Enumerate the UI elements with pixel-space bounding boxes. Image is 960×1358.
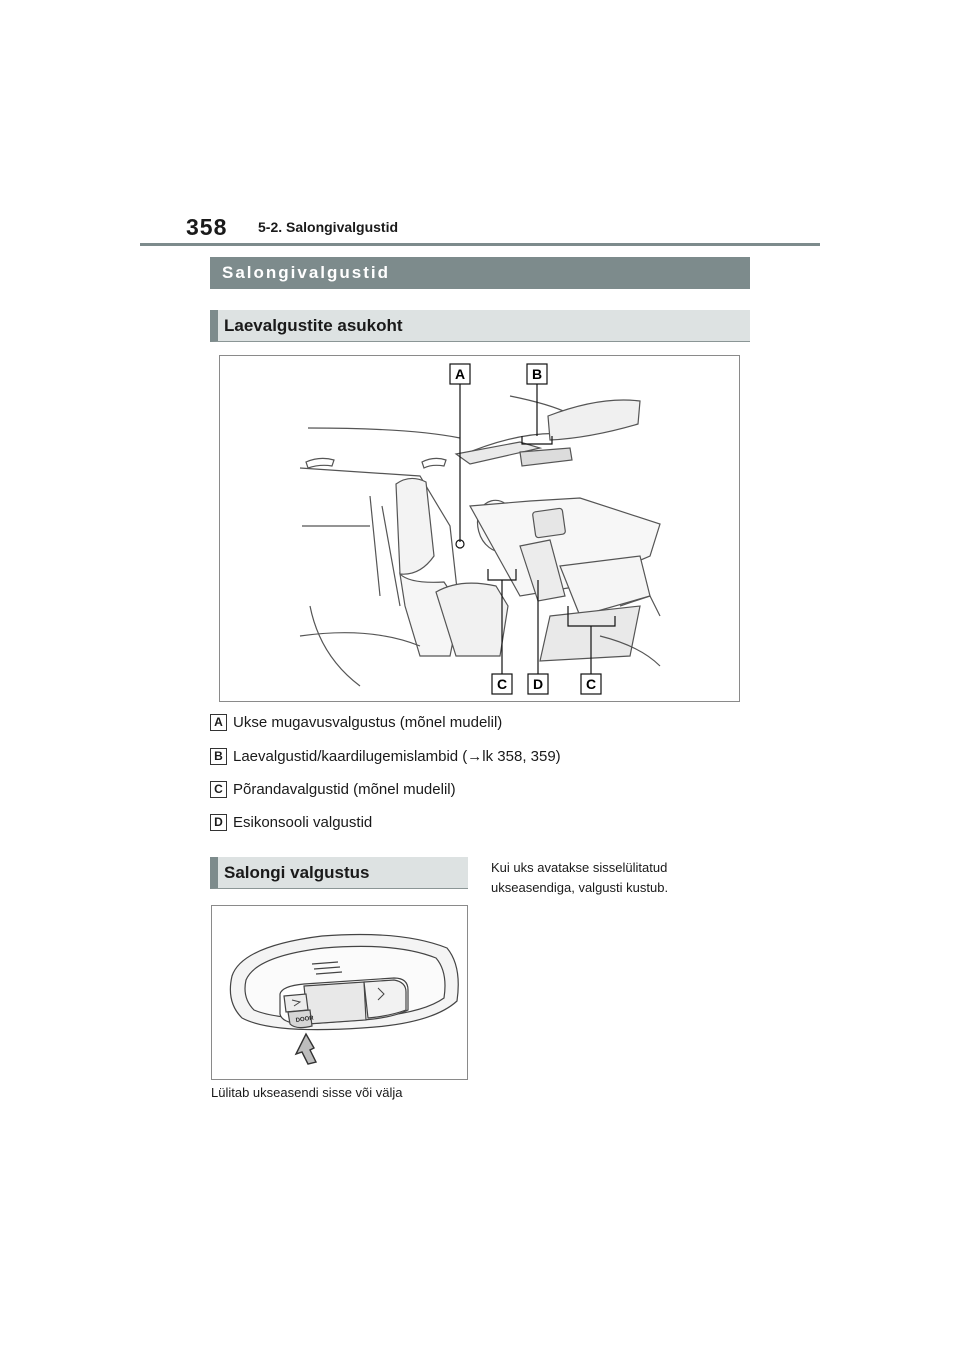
interior-lights-figure: A B C D C <box>219 355 740 702</box>
page-number: 358 <box>186 214 228 240</box>
location-heading: Laevalgustite asukoht <box>210 310 750 342</box>
location-heading-text: Laevalgustite asukoht <box>224 315 403 335</box>
figure-label-a: A <box>455 366 465 382</box>
figure-label-b: B <box>532 366 542 382</box>
figure-label-c1: C <box>497 676 507 692</box>
car-interior-illustration: A B C D C <box>299 363 661 695</box>
legend-text: Põrandavalgustid (mõnel mudelil) <box>233 780 456 798</box>
legend-item-d: D Esikonsooli valgustid <box>210 811 372 833</box>
figure-label-box-d <box>527 673 549 695</box>
interior-light-heading: Salongi valgustus <box>210 857 468 889</box>
legend-text: Esikonsooli valgustid <box>233 813 373 831</box>
legend-letter: B <box>210 747 227 765</box>
description-line: ukseasendiga, valgusti kustub. <box>491 880 669 895</box>
figure-label-c2: C <box>586 676 596 692</box>
figure-label-box-b <box>526 363 548 385</box>
legend-letter: A <box>210 713 227 731</box>
section-reference: 5-2. Salongivalgustid <box>258 219 399 235</box>
legend-text-start: Laevalgustid/kaardilugemislambid ( <box>233 747 468 765</box>
arrow-icon: → <box>467 747 483 765</box>
figure-label-box-c2 <box>580 673 602 695</box>
description-line: Kui uks avatakse sisselülitatud <box>491 860 668 875</box>
legend-text: Ukse mugavusvalgustus (mõnel mudelil) <box>233 713 503 731</box>
interior-light-heading-text: Salongi valgustus <box>224 862 370 882</box>
legend-item-c: C Põrandavalgustid (mõnel mudelil) <box>210 778 456 800</box>
door-switch-figure: DOOR <box>211 905 468 1080</box>
figure-label-d: D <box>533 676 543 692</box>
legend-letter: D <box>210 813 227 831</box>
switch-caption: Lülitab ukseasendi sisse või välja <box>211 1085 403 1100</box>
page-title: Salongivalgustid <box>222 263 391 282</box>
overhead-light-panel-illustration: DOOR <box>229 933 459 1065</box>
legend-item-a: A Ukse mugavusvalgustus (mõnel mudelil) <box>210 711 502 733</box>
legend-item-b: B Laevalgustid/kaardilugemislambid ( → l… <box>210 745 561 767</box>
door-switch-label: DOOR <box>295 1015 314 1024</box>
interior-light-description: Kui uks avatakse sisselülitatud ukseasen… <box>491 858 751 898</box>
pointer-arrow-icon <box>294 1032 318 1065</box>
legend-letter: C <box>210 780 227 798</box>
page-title-bar: Salongivalgustid <box>210 257 750 289</box>
figure-label-box-c1 <box>491 673 513 695</box>
page-reference-link[interactable]: lk 358, 359) <box>482 747 561 765</box>
figure-label-box-a <box>449 363 471 385</box>
header-divider <box>140 243 820 246</box>
